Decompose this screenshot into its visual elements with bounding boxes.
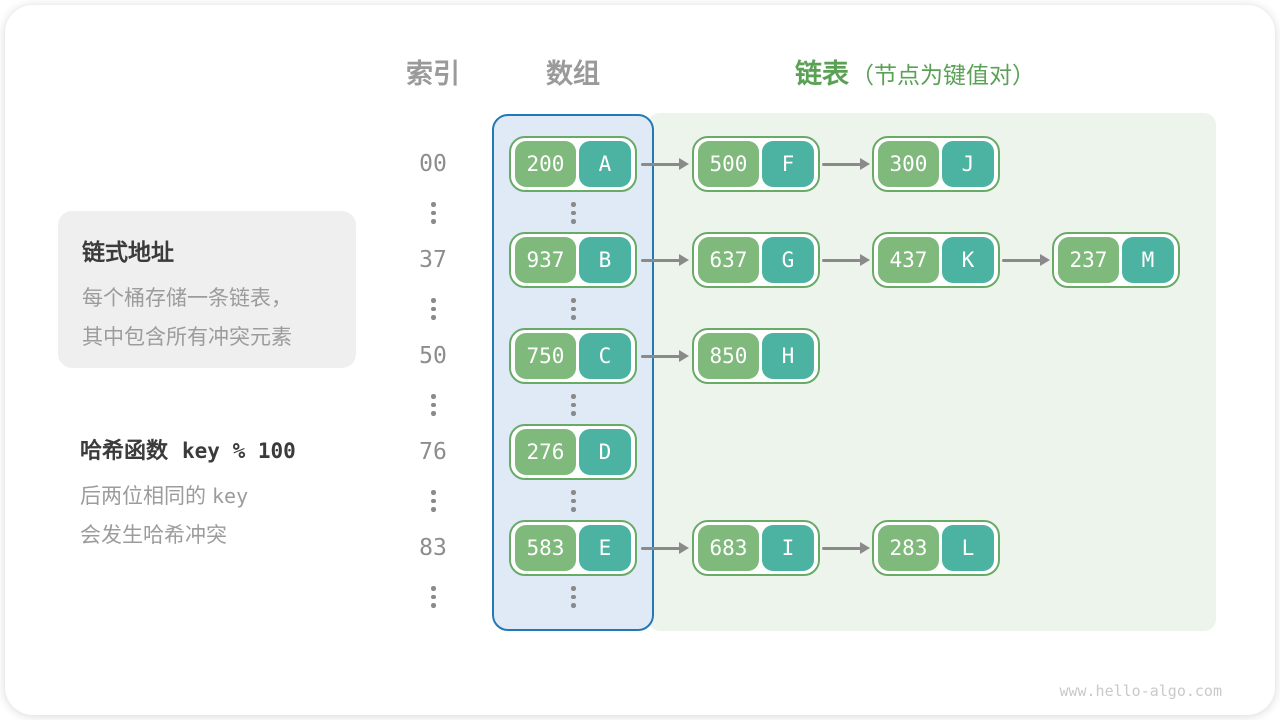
bucket-node: 276 D <box>509 424 637 480</box>
arrow-icon <box>641 158 689 170</box>
chain-node: 683 I <box>692 520 820 576</box>
node-key: 300 <box>878 141 939 187</box>
node-key: 500 <box>698 141 759 187</box>
ellipsis-icon <box>431 202 436 224</box>
index-label: 37 <box>419 247 447 273</box>
bucket-node: 583 E <box>509 520 637 576</box>
index-label: 83 <box>419 535 447 561</box>
node-value: G <box>761 237 814 283</box>
ellipsis-icon <box>431 490 436 512</box>
chain-node: 500 F <box>692 136 820 192</box>
arrow-icon <box>641 254 689 266</box>
watermark-url: www.hello-algo.com <box>1059 682 1222 700</box>
hash-label: 哈希函数 <box>80 438 169 463</box>
node-key: 683 <box>698 525 759 571</box>
arrow-icon <box>641 542 689 554</box>
node-value: A <box>578 141 631 187</box>
node-value: D <box>578 429 631 475</box>
header-list-label: 链表 <box>795 59 849 89</box>
ellipsis-icon <box>571 298 576 320</box>
node-key: 283 <box>878 525 939 571</box>
node-key: 237 <box>1058 237 1119 283</box>
bucket-node: 750 C <box>509 328 637 384</box>
bucket-node: 937 B <box>509 232 637 288</box>
node-key: 937 <box>515 237 576 283</box>
chain-node: 850 H <box>692 328 820 384</box>
node-value: H <box>761 333 814 379</box>
header-array: 数组 <box>546 59 600 89</box>
node-value: F <box>761 141 814 187</box>
chain-node: 437 K <box>872 232 1000 288</box>
node-value: K <box>941 237 994 283</box>
ellipsis-icon <box>431 586 436 608</box>
arrow-icon <box>822 158 870 170</box>
node-value: J <box>941 141 994 187</box>
node-value: E <box>578 525 631 571</box>
hash-formula: key % 100 <box>182 439 296 463</box>
chain-node: 283 L <box>872 520 1000 576</box>
chain-node: 300 J <box>872 136 1000 192</box>
node-value: I <box>761 525 814 571</box>
index-label: 50 <box>419 343 447 369</box>
info-card-line1: 每个桶存储一条链表， <box>82 287 292 310</box>
hash-line2: 会发生哈希冲突 <box>80 524 227 547</box>
node-key: 437 <box>878 237 939 283</box>
arrow-icon <box>822 254 870 266</box>
header-list: 链表 （节点为键值对） <box>795 52 1035 91</box>
info-card-body: 每个桶存储一条链表， 其中包含所有冲突元素 <box>82 279 332 357</box>
ellipsis-icon <box>431 394 436 416</box>
info-card-title: 链式地址 <box>82 239 174 265</box>
arrow-icon <box>822 542 870 554</box>
header-index: 索引 <box>406 59 460 89</box>
node-key: 850 <box>698 333 759 379</box>
node-value: C <box>578 333 631 379</box>
header-list-note: （节点为键值对） <box>851 62 1035 88</box>
info-card-line2: 其中包含所有冲突元素 <box>82 326 292 349</box>
node-key: 637 <box>698 237 759 283</box>
node-key: 200 <box>515 141 576 187</box>
node-key: 750 <box>515 333 576 379</box>
node-value: B <box>578 237 631 283</box>
ellipsis-icon <box>571 586 576 608</box>
bucket-node: 200 A <box>509 136 637 192</box>
node-value: M <box>1121 237 1174 283</box>
index-label: 76 <box>419 439 447 465</box>
node-key: 583 <box>515 525 576 571</box>
node-key: 276 <box>515 429 576 475</box>
chain-node: 637 G <box>692 232 820 288</box>
ellipsis-icon <box>431 298 436 320</box>
ellipsis-icon <box>571 394 576 416</box>
ellipsis-icon <box>571 490 576 512</box>
index-label: 00 <box>419 151 447 177</box>
info-card: 链式地址 每个桶存储一条链表， 其中包含所有冲突元素 <box>58 211 356 368</box>
node-value: L <box>941 525 994 571</box>
arrow-icon <box>641 350 689 362</box>
hash-note-title: 哈希函数 key % 100 <box>80 433 296 465</box>
arrow-icon <box>1002 254 1050 266</box>
ellipsis-icon <box>571 202 576 224</box>
chain-node: 237 M <box>1052 232 1180 288</box>
